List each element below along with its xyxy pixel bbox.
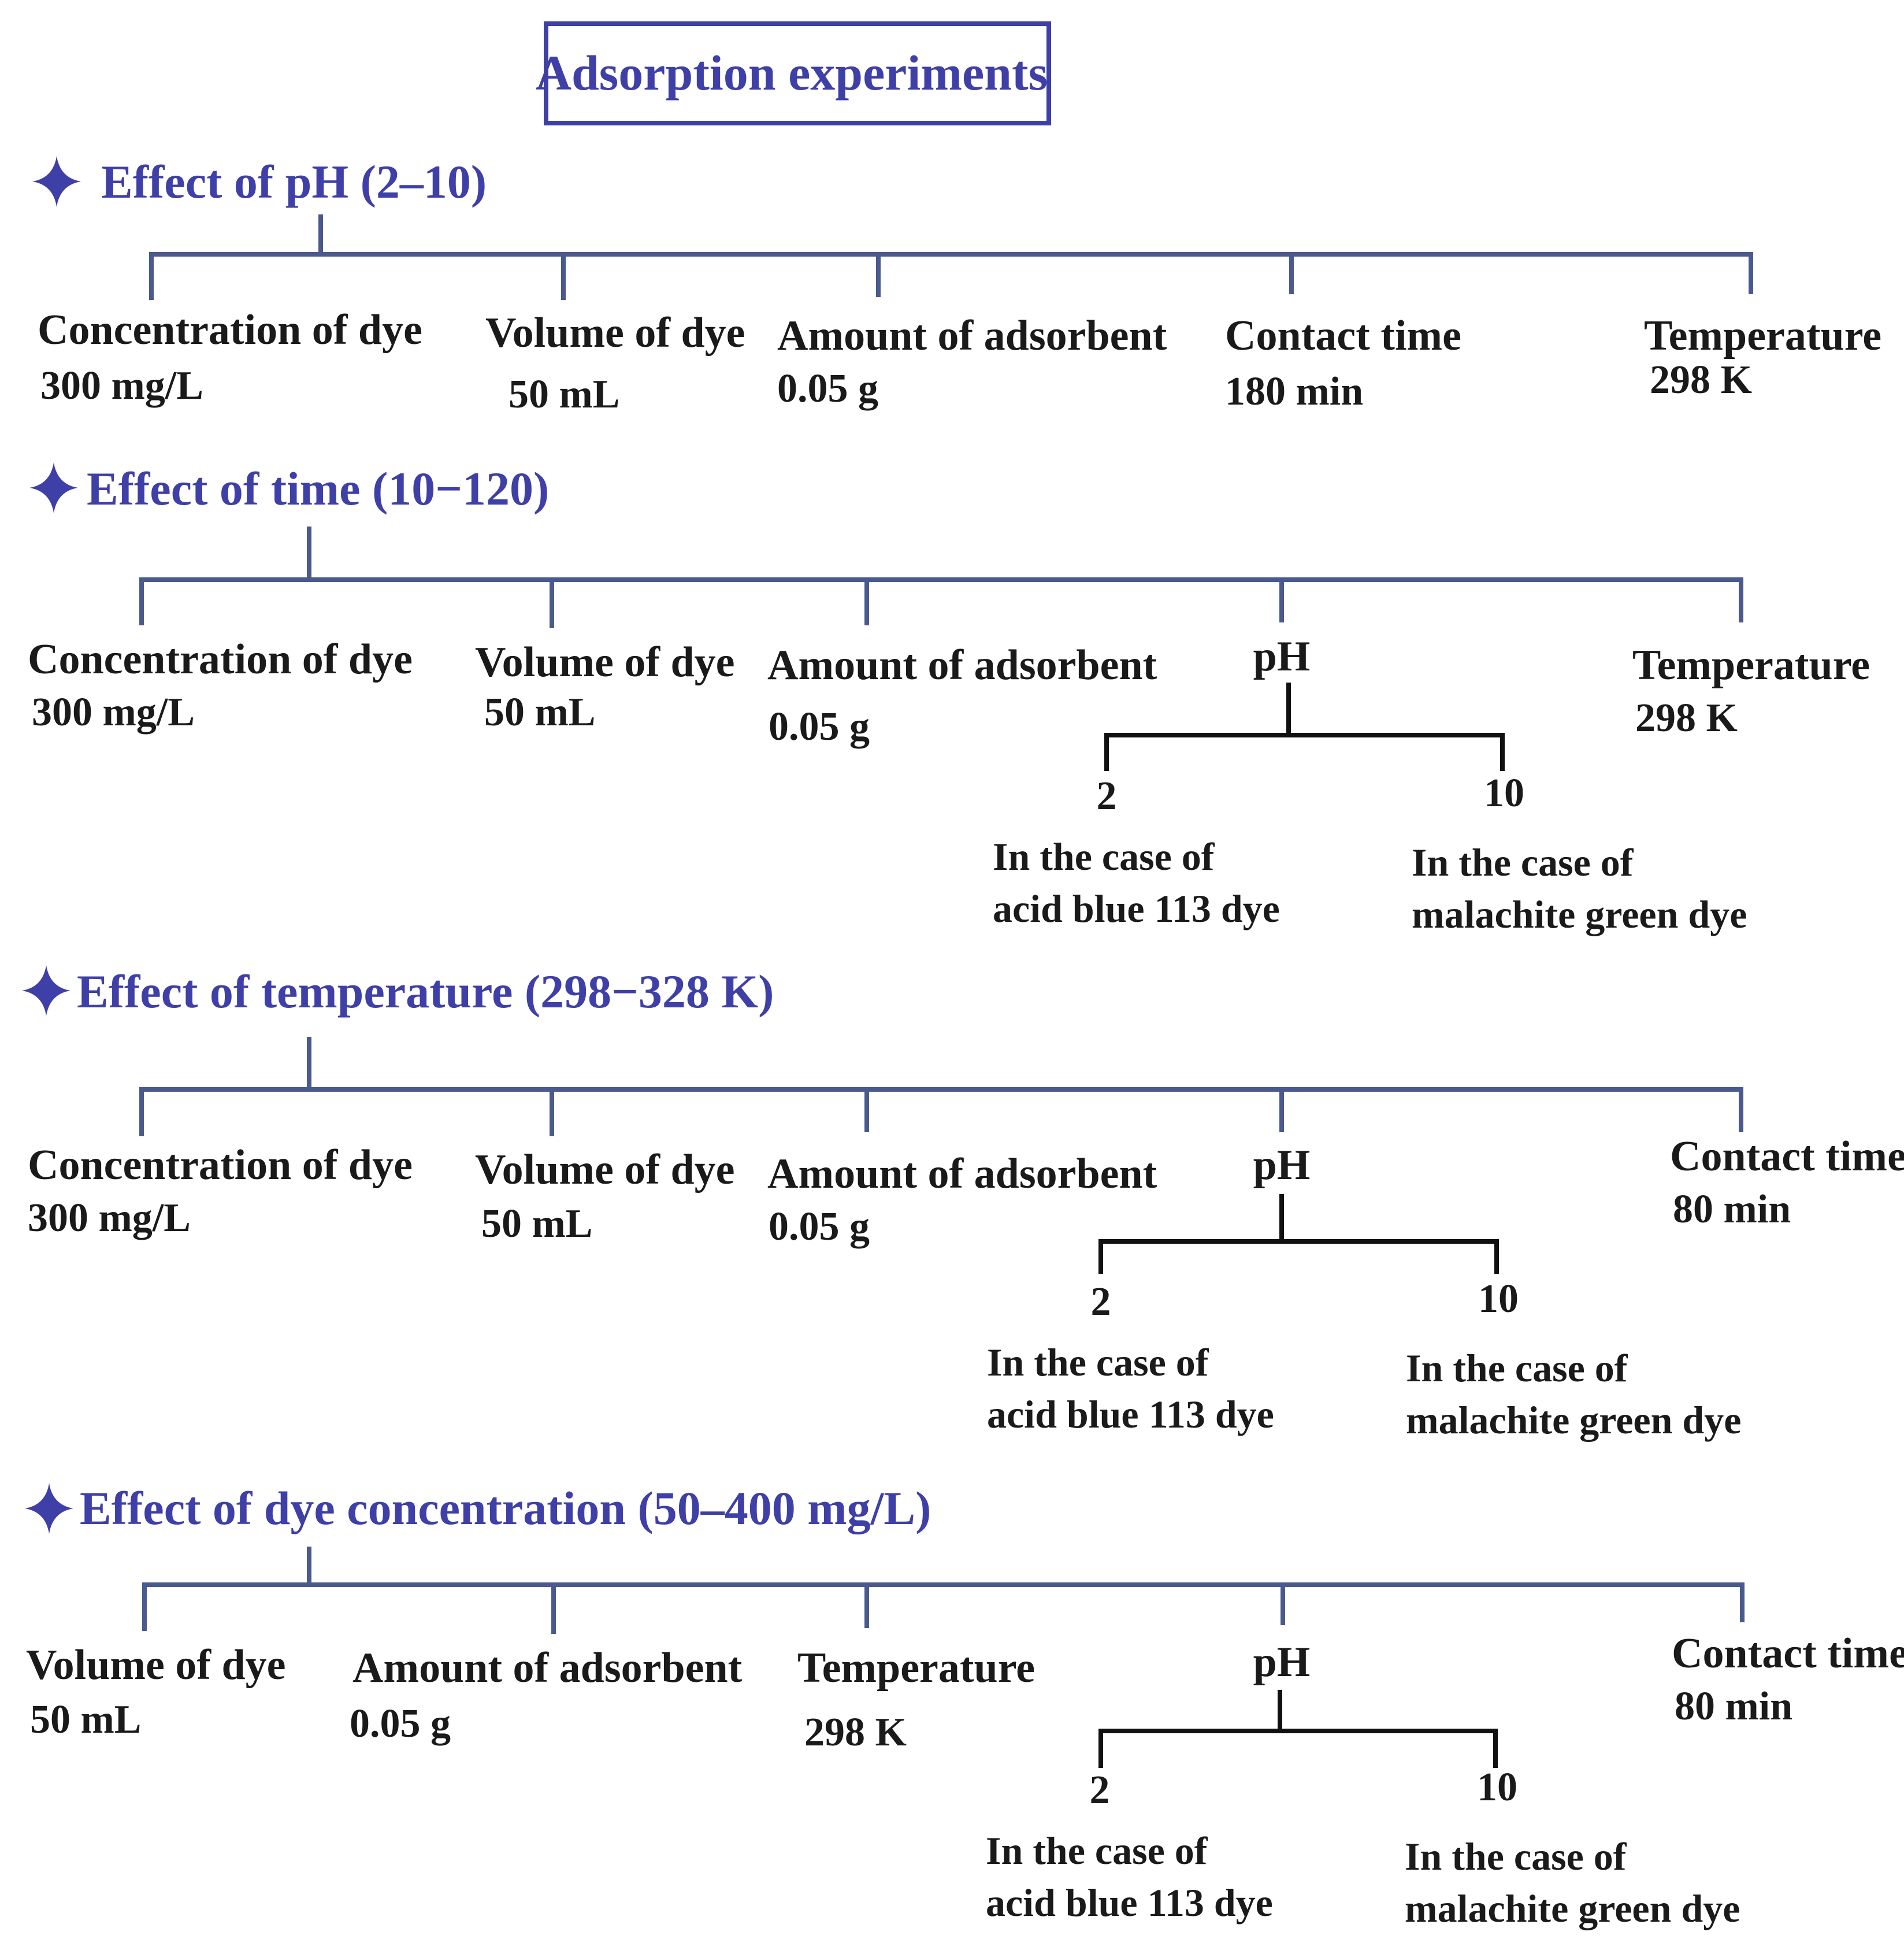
param-adsorbent-value: 0.05 g bbox=[777, 366, 878, 411]
param-temperature-value: 298 K bbox=[1650, 358, 1752, 402]
param-adsorbent-value: 0.05 g bbox=[769, 705, 870, 749]
param-concentration-value: 300 mg/L bbox=[40, 364, 203, 408]
section-title: Effect of pH (2–10) bbox=[101, 155, 487, 208]
param-volume-label: Volume of dye bbox=[475, 1146, 735, 1193]
ph-branch-note-low-line2: acid blue 113 dye bbox=[993, 887, 1280, 930]
star-bullet-icon bbox=[25, 1483, 73, 1534]
param-adsorbent-label: Amount of adsorbent bbox=[767, 642, 1157, 689]
ph-branch-note-low-line1: In the case of bbox=[993, 835, 1215, 878]
ph-branch-note-high-line1: In the case of bbox=[1412, 840, 1634, 884]
param-adsorbent-label: Amount of adsorbent bbox=[777, 312, 1167, 359]
param-volume-value: 50 mL bbox=[484, 690, 596, 735]
ph-branch-note-low-line1: In the case of bbox=[986, 1829, 1208, 1873]
param-concentration-value: 300 mg/L bbox=[28, 1196, 191, 1240]
section-title: Effect of dye concentration (50–400 mg/L… bbox=[80, 1482, 931, 1534]
param-volume-value: 50 mL bbox=[509, 372, 620, 417]
param-ph-label: pH bbox=[1253, 633, 1311, 680]
ph-branch-note-low-line2: acid blue 113 dye bbox=[986, 1881, 1273, 1925]
param-ph-label: pH bbox=[1253, 1638, 1311, 1686]
connector-lines bbox=[139, 527, 1743, 628]
star-bullet-icon bbox=[29, 462, 78, 513]
param-contact-time-label: Contact time bbox=[1672, 1630, 1904, 1677]
section-title: Effect of temperature (298−328 K) bbox=[77, 965, 774, 1018]
star-bullet-icon bbox=[22, 965, 70, 1016]
ph-branch-value-high: 10 bbox=[1484, 771, 1524, 815]
connector-lines bbox=[149, 214, 1753, 300]
param-concentration-value: 300 mg/L bbox=[32, 690, 195, 735]
param-temperature-label: Temperature bbox=[797, 1644, 1035, 1692]
section-effect-of-dye-concentration: Effect of dye concentration (50–400 mg/L… bbox=[25, 1482, 1904, 1930]
ph-branch-value-high: 10 bbox=[1478, 1277, 1519, 1321]
param-concentration-label: Concentration of dye bbox=[28, 636, 413, 683]
param-ph-label: pH bbox=[1253, 1141, 1311, 1189]
param-adsorbent-value: 0.05 g bbox=[769, 1204, 870, 1249]
param-contact-time-label: Contact time bbox=[1225, 312, 1461, 359]
param-adsorbent-label: Amount of adsorbent bbox=[767, 1150, 1157, 1198]
param-adsorbent-label: Amount of adsorbent bbox=[352, 1644, 743, 1692]
param-temperature-label: Temperature bbox=[1632, 642, 1870, 689]
param-volume-label: Volume of dye bbox=[475, 639, 735, 686]
ph-branch-lines bbox=[1104, 683, 1505, 771]
param-volume-value: 50 mL bbox=[30, 1697, 142, 1742]
ph-branch-note-high-line1: In the case of bbox=[1405, 1834, 1627, 1878]
ph-branch-value-low: 2 bbox=[1091, 1280, 1111, 1324]
param-concentration-label: Concentration of dye bbox=[28, 1141, 413, 1189]
param-contact-time-label: Contact time bbox=[1670, 1133, 1904, 1180]
param-volume-label: Volume of dye bbox=[26, 1641, 286, 1689]
ph-branch-note-high-line2: malachite green dye bbox=[1405, 1886, 1740, 1930]
param-adsorbent-value: 0.05 g bbox=[350, 1701, 451, 1746]
title-box bbox=[544, 21, 1051, 125]
param-concentration-label: Concentration of dye bbox=[38, 306, 422, 354]
param-temperature-label: Temperature bbox=[1644, 312, 1881, 359]
section-effect-of-temperature: Effect of temperature (298−328 K) Concen… bbox=[22, 965, 1904, 1442]
ph-branch-value-low: 2 bbox=[1090, 1768, 1110, 1812]
diagram-title: Adsorption experiments bbox=[536, 45, 1048, 101]
ph-branch-value-high: 10 bbox=[1477, 1765, 1517, 1810]
param-temperature-value: 298 K bbox=[1635, 696, 1738, 740]
ph-branch-note-low-line2: acid blue 113 dye bbox=[987, 1392, 1274, 1436]
connector-lines bbox=[139, 1037, 1743, 1136]
ph-branch-lines bbox=[1098, 1690, 1498, 1768]
star-bullet-icon bbox=[32, 156, 81, 207]
param-contact-time-value: 180 min bbox=[1225, 369, 1363, 414]
ph-branch-lines bbox=[1098, 1194, 1499, 1274]
param-contact-time-value: 80 min bbox=[1675, 1684, 1792, 1729]
connector-lines bbox=[142, 1547, 1745, 1634]
param-temperature-value: 298 K bbox=[804, 1710, 907, 1755]
param-contact-time-value: 80 min bbox=[1673, 1187, 1791, 1232]
section-effect-of-time: Effect of time (10−120) Concentration of… bbox=[28, 462, 1870, 936]
ph-branch-note-high-line2: malachite green dye bbox=[1412, 892, 1747, 936]
ph-branch-value-low: 2 bbox=[1097, 774, 1117, 818]
section-effect-of-ph: Effect of pH (2–10) Concentration of dye… bbox=[32, 155, 1881, 417]
param-volume-value: 50 mL bbox=[481, 1202, 593, 1246]
ph-branch-note-high-line1: In the case of bbox=[1406, 1346, 1628, 1390]
section-title: Effect of time (10−120) bbox=[87, 462, 549, 515]
ph-branch-note-low-line1: In the case of bbox=[987, 1340, 1209, 1384]
ph-branch-note-high-line2: malachite green dye bbox=[1406, 1398, 1741, 1442]
param-volume-label: Volume of dye bbox=[485, 309, 745, 357]
